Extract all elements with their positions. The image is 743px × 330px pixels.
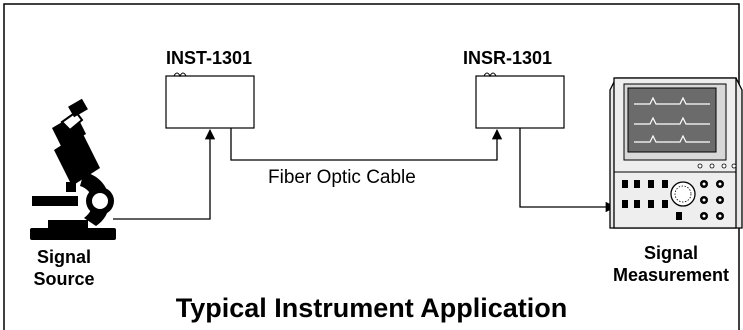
measurement-wire bbox=[519, 128, 617, 213]
fiber-optic-cable bbox=[230, 128, 503, 161]
source-caption-line-2: Source bbox=[33, 269, 95, 289]
source-caption-line-1: Signal bbox=[36, 247, 91, 267]
measurement-caption-line-1: Signal bbox=[643, 243, 698, 263]
receiver-box bbox=[475, 72, 565, 129]
transmitter-label: INST-1301 bbox=[166, 48, 253, 68]
microscope-icon bbox=[30, 98, 116, 240]
oscilloscope-icon bbox=[609, 77, 743, 229]
cable-label: Fiber Optic Cable bbox=[268, 167, 416, 188]
measurement-caption: Signal Measurement bbox=[606, 242, 736, 286]
transmitter-box bbox=[165, 72, 255, 129]
receiver-label: INSR-1301 bbox=[463, 48, 553, 68]
measurement-caption-line-2: Measurement bbox=[612, 265, 730, 285]
diagram-title: Typical Instrument Application bbox=[175, 293, 568, 323]
source-caption: Signal Source bbox=[22, 246, 106, 290]
source-wire bbox=[113, 128, 216, 220]
